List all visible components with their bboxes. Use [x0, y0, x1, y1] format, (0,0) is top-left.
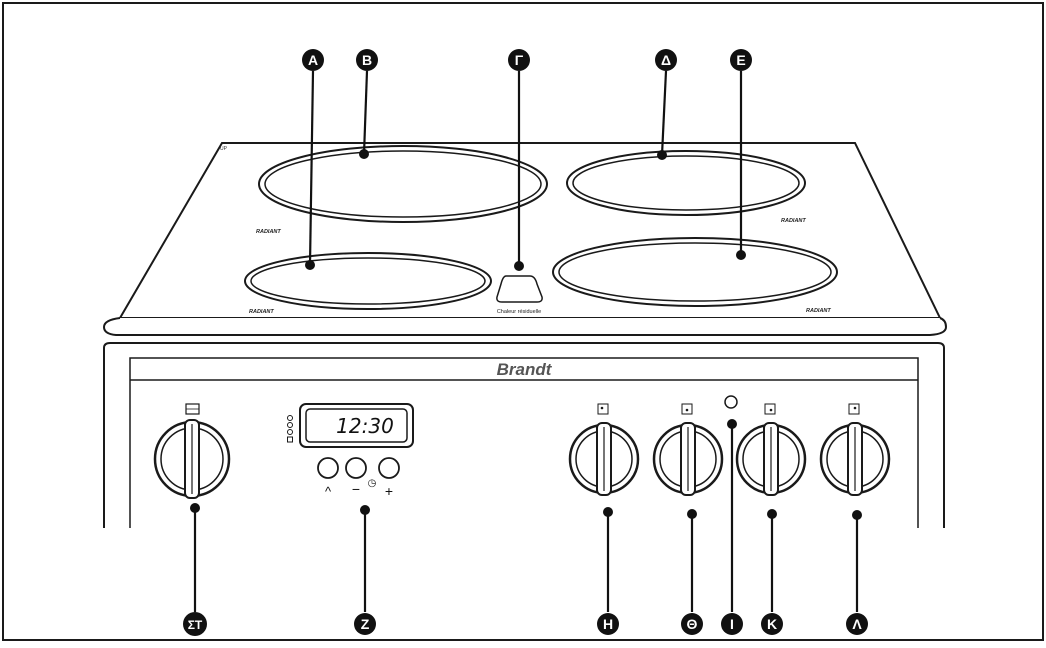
zone-front-right-outer: [552, 237, 838, 307]
zone-rear-left-outer: [258, 145, 548, 223]
callout-k-label: K: [767, 616, 777, 632]
callout-b-label: B: [362, 52, 372, 68]
up-symbol: ^: [325, 484, 332, 499]
corner-mark: UP: [220, 146, 228, 152]
residual-heat-label: Chaleur résiduelle: [497, 309, 541, 315]
callout-e-label: E: [736, 52, 745, 68]
callout-z: Z: [354, 613, 376, 635]
timer-display-unit: 12:30 ^ − ◷ +: [287, 403, 414, 499]
callout-g-label: Γ: [515, 52, 524, 68]
hob-knob-th: [652, 403, 724, 496]
display-button-1[interactable]: [317, 457, 339, 479]
callout-z-label: Z: [361, 616, 370, 632]
display-button-3[interactable]: [378, 457, 400, 479]
status-icon-2: [287, 422, 293, 428]
zone-icon-k: [764, 403, 776, 415]
cooker-body-outline: [103, 342, 945, 528]
callout-h-label: H: [603, 616, 613, 632]
callout-a: A: [302, 49, 324, 71]
clock-symbol: ◷: [368, 478, 377, 489]
zone-rear-right-inner: [572, 155, 800, 211]
zone-rear-right-outer: [566, 150, 806, 216]
callout-d-label: Δ: [661, 52, 671, 68]
hob-knob-k: [735, 403, 807, 496]
callout-i: I: [721, 613, 743, 635]
zone-front-right-inner: [558, 242, 832, 302]
callout-k: K: [761, 613, 783, 635]
zone-rear-left-label: RADIANT: [256, 229, 281, 235]
callout-e: E: [730, 49, 752, 71]
status-icon-1: [287, 415, 293, 421]
callout-th: Θ: [681, 613, 703, 635]
callout-d: Δ: [655, 49, 677, 71]
callout-h: H: [597, 613, 619, 635]
cooktop-front-edge: [102, 317, 948, 336]
power-indicator-light: [724, 395, 738, 409]
oven-selector-knob: [153, 403, 231, 499]
callout-l: Λ: [846, 613, 868, 635]
display-button-2[interactable]: [345, 457, 367, 479]
zone-front-left-label: RADIANT: [249, 309, 274, 315]
zone-rear-left-inner: [264, 150, 542, 218]
status-icon-3: [287, 429, 293, 435]
zone-icon-l: [848, 403, 860, 415]
cooktop: UP RADIANT RADIANT RADIANT RADIANT Chale…: [102, 142, 948, 336]
callout-i-label: I: [730, 616, 734, 632]
status-icon-4: [287, 436, 293, 443]
hob-knob-h: [568, 403, 640, 496]
zone-icon-h: [597, 403, 609, 415]
callout-dots: [190, 149, 862, 520]
callout-a-label: A: [308, 52, 318, 68]
minus-symbol: −: [352, 481, 360, 497]
cooker-body: Brandt: [103, 342, 945, 528]
display-time: 12:30: [336, 414, 394, 438]
plus-symbol: +: [385, 483, 393, 499]
callout-g: Γ: [508, 49, 530, 71]
zone-rear-right-label: RADIANT: [781, 218, 806, 224]
display-screen: [305, 408, 408, 443]
zone-front-right-label: RADIANT: [806, 308, 831, 314]
callout-l-label: Λ: [852, 616, 862, 632]
hob-knob-l: [819, 403, 891, 496]
control-panel-outline: [129, 357, 919, 528]
zone-front-left-inner: [250, 257, 486, 305]
callout-leaders: [193, 70, 859, 612]
brand-logo: Brandt: [497, 360, 553, 379]
callout-st: ΣΤ: [183, 612, 207, 636]
callout-st-label: ΣΤ: [188, 618, 203, 632]
residual-heat-indicator: [496, 275, 543, 303]
callout-b: B: [356, 49, 378, 71]
zone-front-left-outer: [244, 252, 492, 310]
callout-th-label: Θ: [687, 616, 698, 632]
